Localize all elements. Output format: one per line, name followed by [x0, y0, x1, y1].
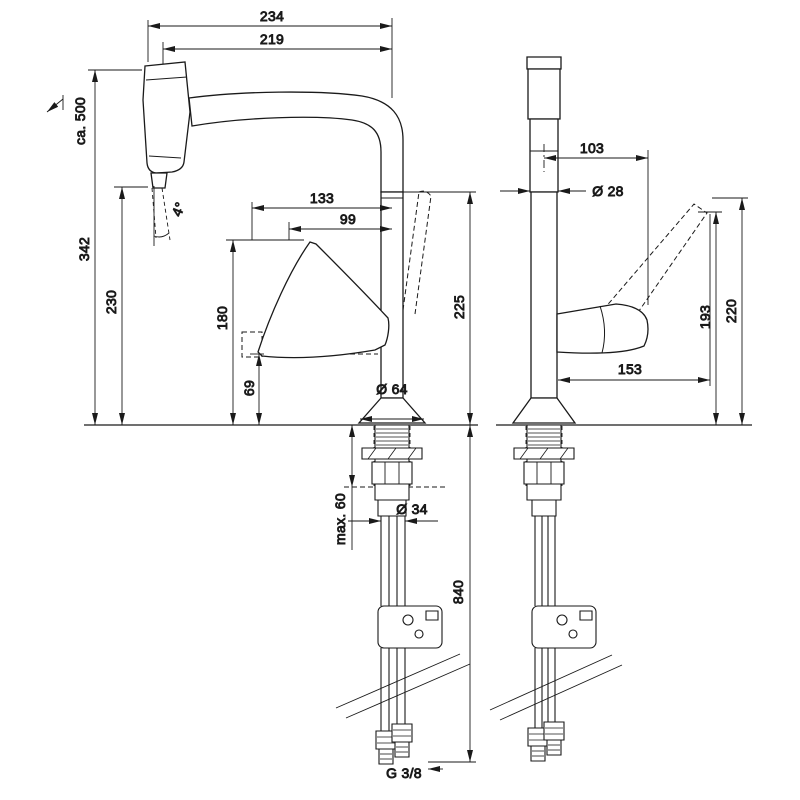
mount-nut: [524, 462, 564, 484]
spout-outline: [189, 92, 403, 192]
break-line: [336, 654, 460, 708]
dim-counter-thickness: max. 60: [332, 493, 348, 545]
mount-nut: [372, 462, 412, 484]
handle-raised-dashed: [403, 191, 431, 314]
faucet-side-view: [84, 62, 478, 425]
dimensions-left: 234 219 ca. 500 342 230 180 69 133 99 4°…: [47, 8, 476, 781]
dim-hose-pullout: ca. 500: [72, 97, 88, 145]
dim-body-diameter: Ø 28: [592, 183, 624, 199]
check-valve-box: [532, 606, 596, 648]
spray-angle-reference: [152, 186, 170, 246]
handle-lever: [258, 242, 389, 358]
dim-reach-outer: 133: [310, 190, 334, 206]
right-undercounter: [490, 425, 622, 761]
faucet-body-front: [531, 192, 557, 398]
hose-fitting: [378, 500, 406, 516]
dim-height-handle-raised: 225: [451, 295, 467, 319]
dim-base-diameter: Ø 64: [376, 381, 408, 397]
dim-height-handle-tip: 220: [723, 299, 739, 323]
base-flange-front: [513, 398, 575, 423]
spray-head: [143, 62, 190, 173]
dim-height-spout-low: 69: [241, 380, 257, 396]
dim-spray-angle: 4°: [168, 200, 188, 219]
dim-height-outlet: 230: [103, 290, 119, 314]
break-line: [500, 665, 622, 720]
dim-height-total: 342: [76, 237, 92, 261]
hose-connector: [376, 731, 396, 764]
dimensions-right: 103 Ø 28 193 220 153: [500, 140, 748, 425]
dim-handle-reach: 153: [618, 361, 642, 377]
faucet-front-view: [496, 57, 752, 425]
spray-head-front: [528, 69, 560, 119]
dim-hose-length: 840: [450, 580, 466, 604]
break-line: [346, 664, 470, 718]
faucet-body: [381, 192, 403, 398]
spray-head-cap: [527, 57, 561, 69]
left-undercounter: [336, 425, 470, 764]
spray-outlet: [151, 173, 167, 188]
dim-height-handle-front: 193: [697, 305, 713, 329]
break-line: [490, 655, 612, 710]
hose-connector: [544, 722, 564, 755]
dim-thread: G 3/8: [386, 765, 422, 781]
dim-reach-inner: 99: [340, 211, 356, 227]
handle-blade-dashed: [598, 204, 707, 344]
hose-fitting: [532, 500, 556, 516]
dim-hole-diameter: Ø 34: [396, 501, 428, 517]
dim-width-total: 234: [260, 8, 284, 24]
check-valve-box: [378, 606, 442, 648]
hose-connector: [392, 724, 412, 757]
dim-height-handle: 180: [214, 306, 230, 330]
dim-width-spout: 219: [260, 31, 284, 47]
handle-front: [557, 304, 648, 353]
dim-handle-offset: 103: [580, 140, 604, 156]
